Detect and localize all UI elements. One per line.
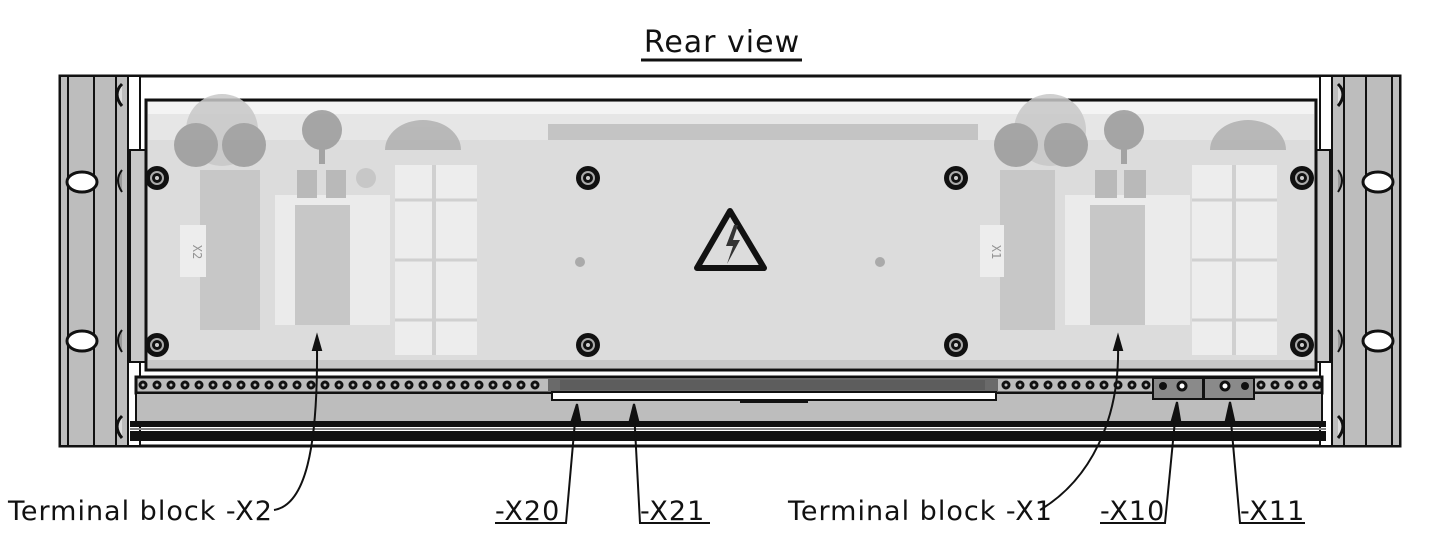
rack-slot-icon xyxy=(65,329,99,353)
leader-x1 xyxy=(1039,344,1120,511)
leader-lines xyxy=(273,332,1305,524)
terminal-strip xyxy=(130,375,1326,441)
terminal-holes-x2 xyxy=(138,380,540,390)
rack-slot-icon xyxy=(65,170,99,194)
leader-x2 xyxy=(273,344,319,511)
mounting-screw-icon xyxy=(1290,333,1314,357)
label-terminal-block-x2: Terminal block -X2 xyxy=(7,496,273,527)
mounting-screws xyxy=(145,166,1314,357)
mounting-screw-icon xyxy=(576,333,600,357)
rack-slot-icon xyxy=(1361,329,1395,353)
leader-x10 xyxy=(1100,409,1177,524)
internal-mark-x1: X1 xyxy=(989,245,1003,259)
label-x10: -X10 xyxy=(1100,496,1165,527)
connector-x20-x21 xyxy=(548,378,998,403)
terminal-block-x1-module: X1 xyxy=(980,94,1286,355)
leader-x21 xyxy=(633,409,710,524)
drawing-title: Rear view xyxy=(644,25,800,60)
terminal-holes-x1 xyxy=(1001,380,1322,390)
mounting-screw-icon xyxy=(944,333,968,357)
mounting-screw-icon xyxy=(576,166,600,190)
rack-slot-icon xyxy=(1361,170,1395,194)
internal-mark-x2: X2 xyxy=(190,245,204,259)
warning-high-voltage-icon xyxy=(694,208,767,271)
mounting-screw-icon xyxy=(145,333,169,357)
label-x11: -X11 xyxy=(1240,496,1305,527)
left-rack-ear xyxy=(59,75,141,447)
connector-x10 xyxy=(1152,377,1204,400)
label-x20: -X20 xyxy=(495,496,560,527)
cover-panel: X2 X1 xyxy=(144,94,1318,372)
mounting-screw-icon xyxy=(1290,166,1314,190)
label-x21: -X21 xyxy=(640,496,705,527)
connector-x11 xyxy=(1203,377,1255,400)
label-terminal-block-x1: Terminal block -X1 xyxy=(787,496,1053,527)
terminal-block-x2-module: X2 xyxy=(174,94,477,355)
leader-x20 xyxy=(495,409,577,524)
right-rack-ear xyxy=(1319,75,1401,447)
mounting-screw-icon xyxy=(145,166,169,190)
leader-x11 xyxy=(1229,409,1305,524)
mounting-screw-icon xyxy=(944,166,968,190)
